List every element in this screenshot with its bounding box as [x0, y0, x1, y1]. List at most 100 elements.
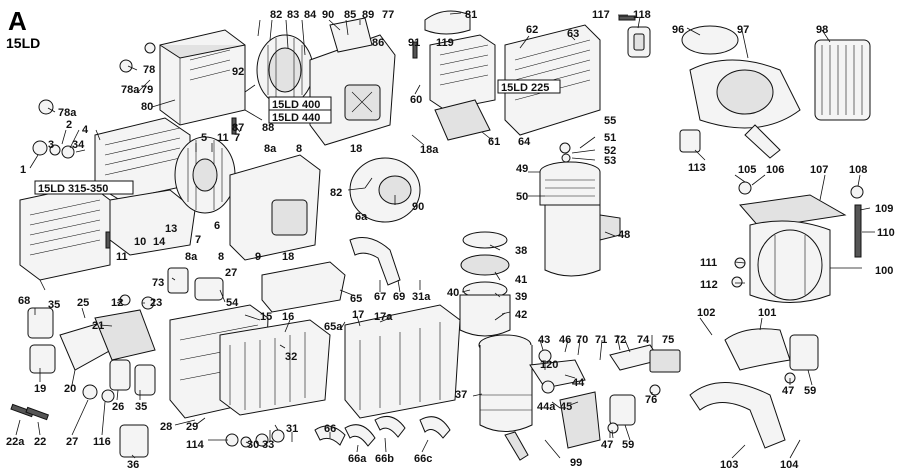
callout: 112: [700, 279, 718, 291]
callout: 109: [875, 203, 893, 215]
air-filter-37: [478, 334, 533, 461]
callout: 48: [618, 229, 630, 241]
callout: 64: [518, 136, 531, 148]
callout: 27: [225, 267, 237, 279]
callout: 32: [285, 351, 297, 363]
callout: 67: [374, 291, 386, 303]
callout: 26: [112, 401, 124, 413]
air-filter-drum-6: [174, 136, 236, 214]
callout: 97: [737, 24, 749, 36]
callout: 66a: [348, 453, 367, 465]
callout: 110: [877, 227, 895, 239]
callout: 78a: [58, 107, 77, 119]
callout: 68: [18, 295, 30, 307]
small-hardware: [32, 15, 864, 448]
callout: 79: [141, 84, 153, 96]
callout: 78a: [121, 84, 140, 96]
callout: 6a: [355, 211, 368, 223]
callout: 21: [92, 320, 104, 332]
callout: 101: [758, 307, 776, 319]
bracket-21: [94, 309, 156, 361]
section-model: 15LD: [6, 35, 40, 51]
callout: 105: [738, 164, 756, 176]
callout: 99: [570, 457, 582, 469]
callout: 76: [645, 394, 657, 406]
callout: 88: [262, 122, 274, 134]
callout: 104: [780, 459, 799, 471]
cap-81: [424, 10, 471, 35]
callout: 65a: [324, 321, 343, 333]
callout: 100: [875, 265, 893, 277]
fitting-113: [679, 129, 701, 153]
callout: 81: [465, 9, 477, 21]
gasket-26: [109, 359, 131, 391]
callout: 7: [195, 234, 201, 246]
callout: 35: [48, 299, 60, 311]
callout: 102: [697, 307, 715, 319]
gasket-36: [119, 424, 149, 458]
callout: 41: [515, 274, 527, 286]
callout: 66: [324, 423, 336, 435]
callout: 120: [540, 359, 558, 371]
callout: 62: [526, 24, 538, 36]
callout: 82: [270, 9, 282, 21]
callout: 18a: [420, 144, 439, 156]
air-filter-cover-6a: [349, 157, 421, 223]
callout: 14: [153, 236, 166, 248]
callout: 66c: [414, 453, 432, 465]
intake-elbow-101: [724, 328, 791, 371]
callout: 40: [447, 287, 459, 299]
air-filter-drum-top: [256, 34, 314, 106]
callout: 59: [804, 385, 816, 397]
callout: 27: [66, 436, 78, 448]
callout: 11: [217, 132, 229, 144]
callout: 117: [592, 9, 610, 21]
callout: 47: [782, 385, 794, 397]
gasket-19: [29, 344, 56, 374]
callout: 107: [810, 164, 828, 176]
callout: 54: [226, 297, 239, 309]
callout: 108: [849, 164, 867, 176]
filter-housing-9: [229, 154, 321, 261]
callout: 18: [350, 143, 362, 155]
callout: 44: [572, 377, 585, 389]
hose-103: [689, 382, 786, 449]
callout: 119: [436, 37, 454, 49]
callout: 66b: [375, 453, 394, 465]
callout: 37: [455, 389, 467, 401]
gasket-59b: [789, 334, 819, 371]
callout-numbers: 82 83 84 90 85 89 77 81 86 91 119 117 11…: [6, 9, 895, 471]
callout: 89: [362, 9, 374, 21]
callout: 42: [515, 309, 527, 321]
callout: 19: [34, 383, 46, 395]
callout: 46: [559, 334, 571, 346]
callout: 92: [232, 66, 244, 78]
callout: 69: [393, 291, 405, 303]
box-75: [649, 349, 681, 373]
callout: 59: [622, 439, 634, 451]
callout: 4: [82, 124, 89, 136]
callout: 96: [672, 24, 684, 36]
callout: 29: [186, 421, 198, 433]
callout: 90: [322, 9, 334, 21]
callout: 85: [344, 9, 356, 21]
callout: 52: [604, 145, 616, 157]
callout: 1: [20, 164, 26, 176]
callout: 17: [352, 309, 364, 321]
svg-text:15LD 400: 15LD 400: [272, 99, 320, 111]
callout: 31: [286, 423, 298, 435]
gasket-54: [194, 277, 224, 301]
callout: 91: [408, 37, 420, 49]
callout: 12: [111, 297, 123, 309]
callout: 45: [560, 401, 572, 413]
svg-text:15LD 225: 15LD 225: [501, 82, 549, 94]
pipe-67: [349, 237, 401, 286]
callout: 84: [304, 9, 317, 21]
callout: 73: [152, 277, 164, 289]
callout: 38: [515, 245, 527, 257]
callout: 113: [688, 162, 706, 174]
callout: 8a: [264, 143, 277, 155]
gasket-59: [609, 394, 636, 426]
callout: 36: [127, 459, 139, 471]
callout: 114: [186, 439, 205, 451]
